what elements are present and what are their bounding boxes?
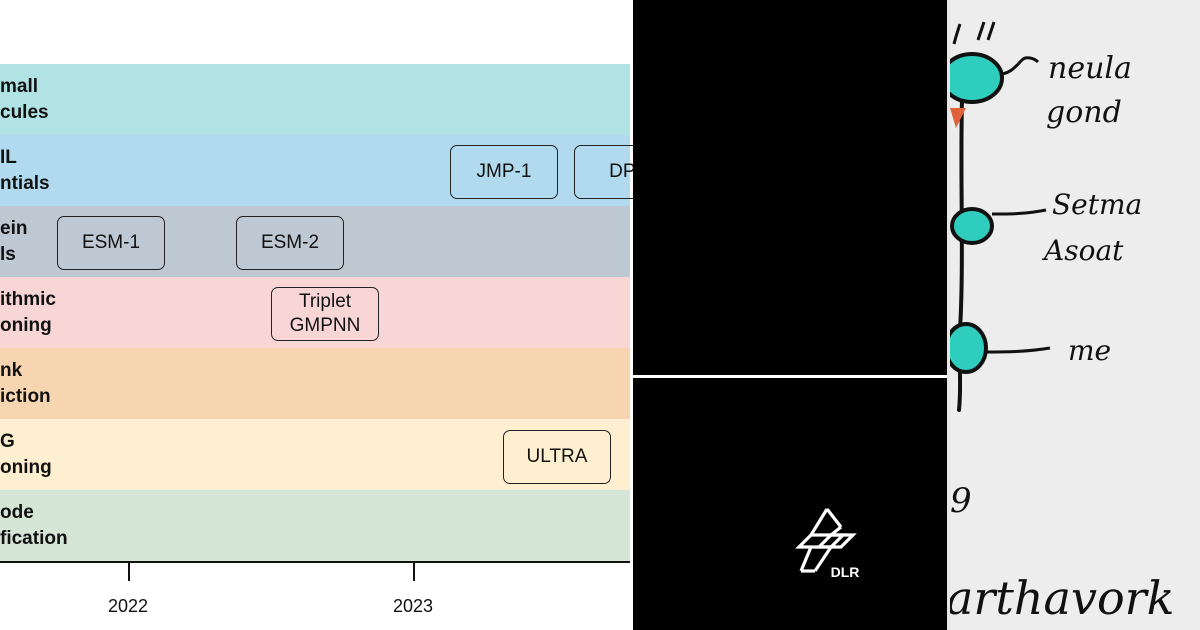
model-tag-ultra: ULTRA xyxy=(503,430,611,484)
model-tag-dpa: DPA xyxy=(574,145,633,199)
panel-divider xyxy=(633,375,950,378)
axis-tick xyxy=(128,563,130,581)
model-tag-esm1: ESM-1 xyxy=(57,216,165,270)
sketch-text-1: neula xyxy=(1048,51,1132,86)
axis-tick xyxy=(413,563,415,581)
sketch-text-3: Setma xyxy=(1052,188,1142,221)
sketch-text-5: me xyxy=(1068,334,1111,367)
sketch-text-4: Asoat xyxy=(1041,234,1124,267)
sketch-text-7: arthavork xyxy=(950,571,1175,625)
sketch-text-2: gond xyxy=(1046,95,1122,130)
sketch-node-2 xyxy=(950,207,994,245)
sketch-node-1 xyxy=(950,52,1004,104)
sketch-text-6: 9 xyxy=(950,481,972,521)
sketch-node-3 xyxy=(950,322,988,374)
sketch-panel: neula gond Setma Asoat me 9 arthavork xyxy=(950,0,1200,630)
axis-tick-label: 2022 xyxy=(107,596,149,616)
time-axis xyxy=(0,561,630,563)
sketch-drawing: neula gond Setma Asoat me 9 arthavork xyxy=(950,21,1175,625)
logo-panel: DLR xyxy=(633,0,950,630)
axis-tick-label: 2023 xyxy=(392,596,434,616)
dlr-logo-icon: DLR xyxy=(795,508,860,580)
panel-divider-vertical xyxy=(947,0,950,630)
dlr-logo-text: DLR xyxy=(831,564,860,580)
model-tag-esm2: ESM-2 xyxy=(236,216,344,270)
model-tag-jmp1: JMP-1 xyxy=(450,145,558,199)
